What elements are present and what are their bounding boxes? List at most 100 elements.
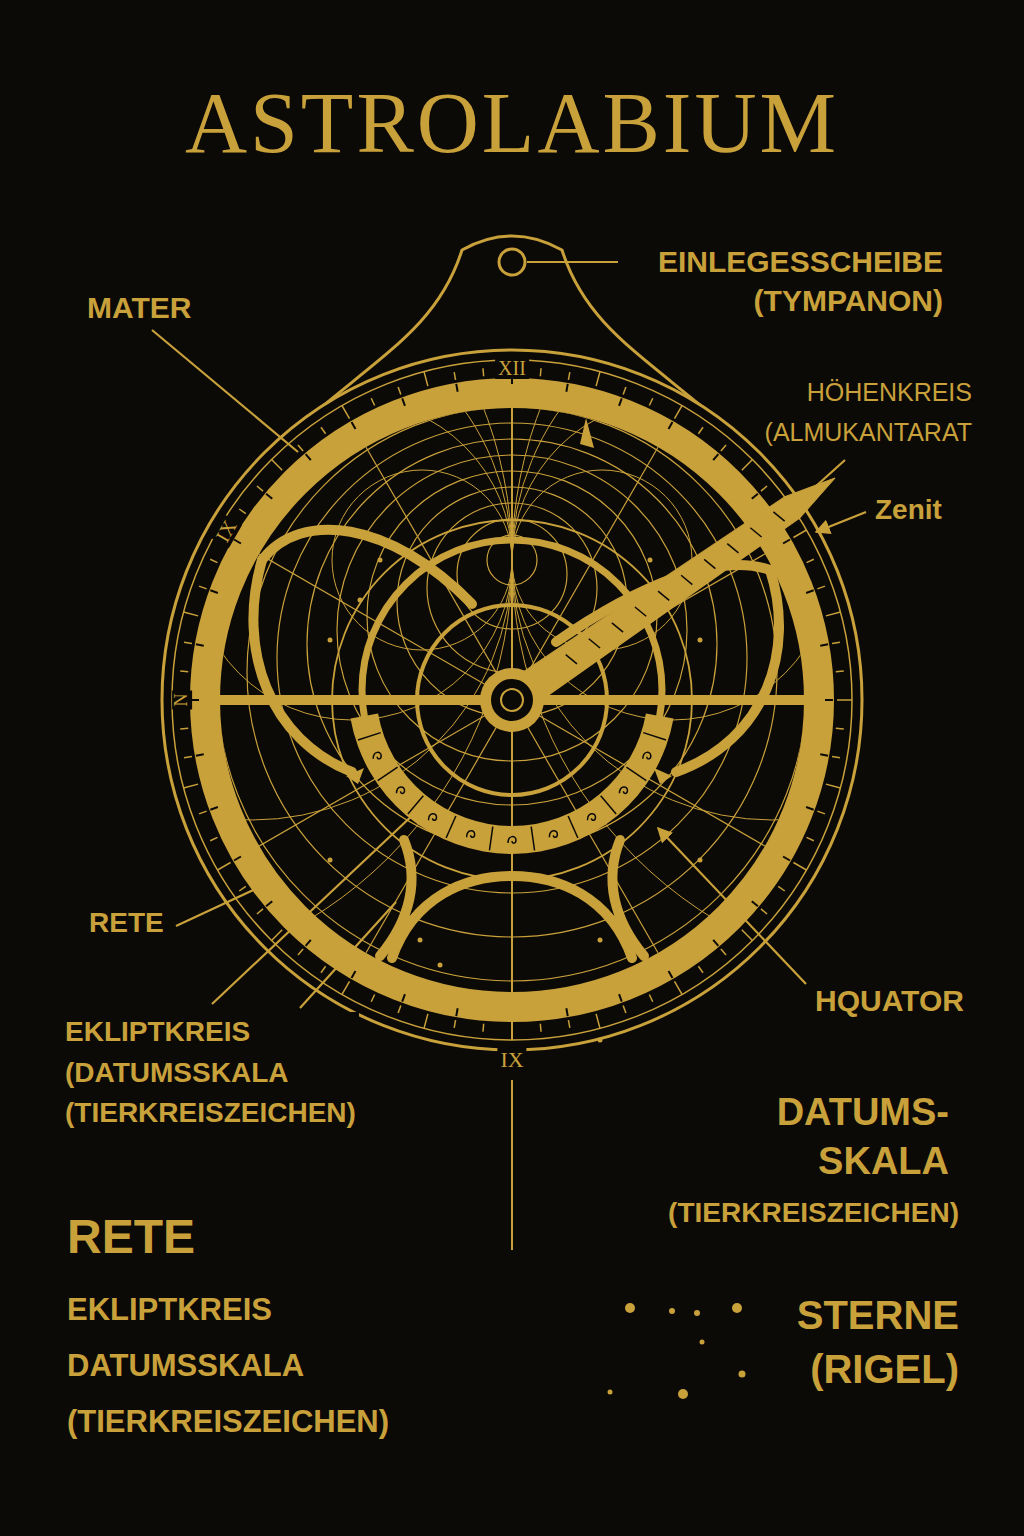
- alidade-mark: [704, 557, 715, 571]
- star-pointers: [346, 418, 672, 784]
- zodiac-sign: [549, 831, 557, 838]
- ring-tick: [196, 754, 204, 755]
- label-wrap: STERNE (RIGEL): [794, 1288, 962, 1396]
- scale-tick: [742, 460, 753, 471]
- scale-tick: [817, 811, 825, 814]
- ring-tick: [352, 422, 356, 429]
- ring-tick: [669, 971, 673, 978]
- star-dot: [678, 1389, 688, 1399]
- star-pointer: [346, 768, 364, 784]
- ring-tick: [210, 590, 218, 593]
- ring-tick: [713, 454, 718, 460]
- part-label: (TIERKREISZEICHEN): [665, 1196, 962, 1230]
- scale-tick: [793, 863, 806, 871]
- hub-inner: [490, 678, 534, 722]
- ring-tick: [783, 540, 790, 544]
- star-dot: [328, 638, 333, 643]
- star-dots: [328, 558, 703, 1043]
- alidade-mark: [727, 541, 738, 555]
- star-dot: [648, 558, 653, 563]
- ring-tick: [752, 494, 758, 499]
- label-wrap: (TIERKREISZEICHEN): [665, 1196, 962, 1230]
- scale-tick: [836, 670, 844, 672]
- label-wrap: RETE: [86, 906, 167, 940]
- scale-tick: [371, 995, 374, 1002]
- hour-numeral: IX: [497, 1048, 526, 1072]
- scale-tick: [649, 398, 652, 405]
- star-dot: [739, 1371, 746, 1378]
- scale-tick: [742, 930, 753, 941]
- zodiac-divider: [568, 816, 578, 838]
- star-dot: [438, 963, 443, 968]
- ring-tick: [456, 384, 457, 392]
- zodiac-divider: [489, 827, 492, 851]
- scale-tick: [199, 811, 207, 814]
- scale-tick: [424, 372, 428, 386]
- scale-tick: [454, 1020, 455, 1028]
- rete-curve: [612, 840, 644, 956]
- scale-tick: [721, 949, 726, 955]
- scale-tick: [272, 460, 283, 471]
- star-dot: [618, 918, 623, 923]
- hub: [480, 668, 544, 732]
- meridian-line: [511, 1080, 513, 1250]
- scale-tick: [807, 837, 814, 840]
- label-wrap: DATUMS- SKALA: [774, 1088, 952, 1187]
- star-dot: [698, 638, 703, 643]
- rete-curve: [380, 840, 412, 956]
- shackle-ring: [499, 249, 525, 275]
- hour-numeral: XII: [495, 357, 529, 379]
- part-label: EKLIPTKREIS DATUMSSKALA (TIERKREISZEICHE…: [64, 1282, 392, 1449]
- ring-tick: [820, 644, 828, 645]
- ring-tick: [402, 994, 405, 1002]
- label-wrap: RETE: [64, 1208, 198, 1266]
- part-label: HÖHENKREIS (ALMUKANTARAT: [762, 372, 975, 452]
- scale-tick: [832, 756, 840, 757]
- scale-tick: [180, 670, 188, 672]
- ring-tick: [306, 940, 311, 946]
- scale-tick: [454, 372, 455, 380]
- scale-tick: [482, 368, 484, 376]
- zodiac-divider: [378, 767, 398, 780]
- scale-tick: [298, 949, 303, 955]
- mater-outline: [162, 350, 862, 1050]
- scale-tick: [210, 837, 217, 840]
- part-label: Zenit: [872, 493, 945, 527]
- star-dot: [378, 558, 383, 563]
- scale-tick: [817, 586, 825, 589]
- leader-line: [795, 460, 845, 505]
- scale-tick: [793, 530, 806, 538]
- hour-numeral: N: [172, 691, 192, 710]
- ring-tick: [713, 940, 718, 946]
- star-dot: [558, 998, 563, 1003]
- scale-tick: [826, 612, 840, 616]
- scale-tick: [398, 387, 401, 395]
- scale-tick: [761, 909, 767, 914]
- label-wrap: N: [172, 691, 192, 710]
- ring-tick: [619, 994, 622, 1002]
- zodiac-divider: [601, 796, 616, 814]
- leader-line: [300, 902, 396, 1008]
- label-wrap: EKLIPTKREIS DATUMSSKALA (TIERKREISZEICHE…: [64, 1282, 392, 1449]
- scale-tick: [321, 966, 326, 973]
- star-dot: [418, 938, 423, 943]
- ring-tick: [306, 454, 311, 460]
- ring-tick: [234, 857, 241, 861]
- scale-tick: [761, 486, 767, 491]
- scale-tick: [180, 728, 188, 730]
- rete-curve: [676, 570, 779, 772]
- part-label: STERNE (RIGEL): [794, 1288, 962, 1396]
- star-legend-dots: [608, 1303, 746, 1399]
- star-dot: [598, 1038, 603, 1043]
- scale-tick: [540, 368, 542, 376]
- star-dot: [438, 998, 443, 1003]
- ring-tick: [266, 901, 272, 906]
- star-dot: [700, 1340, 705, 1345]
- star-dot: [328, 858, 333, 863]
- part-label: EINLEGESSCHEIBE (TYMPANON): [655, 242, 946, 320]
- ring-tick: [352, 971, 356, 978]
- scale-tick: [698, 966, 703, 973]
- ring-tick: [783, 857, 790, 861]
